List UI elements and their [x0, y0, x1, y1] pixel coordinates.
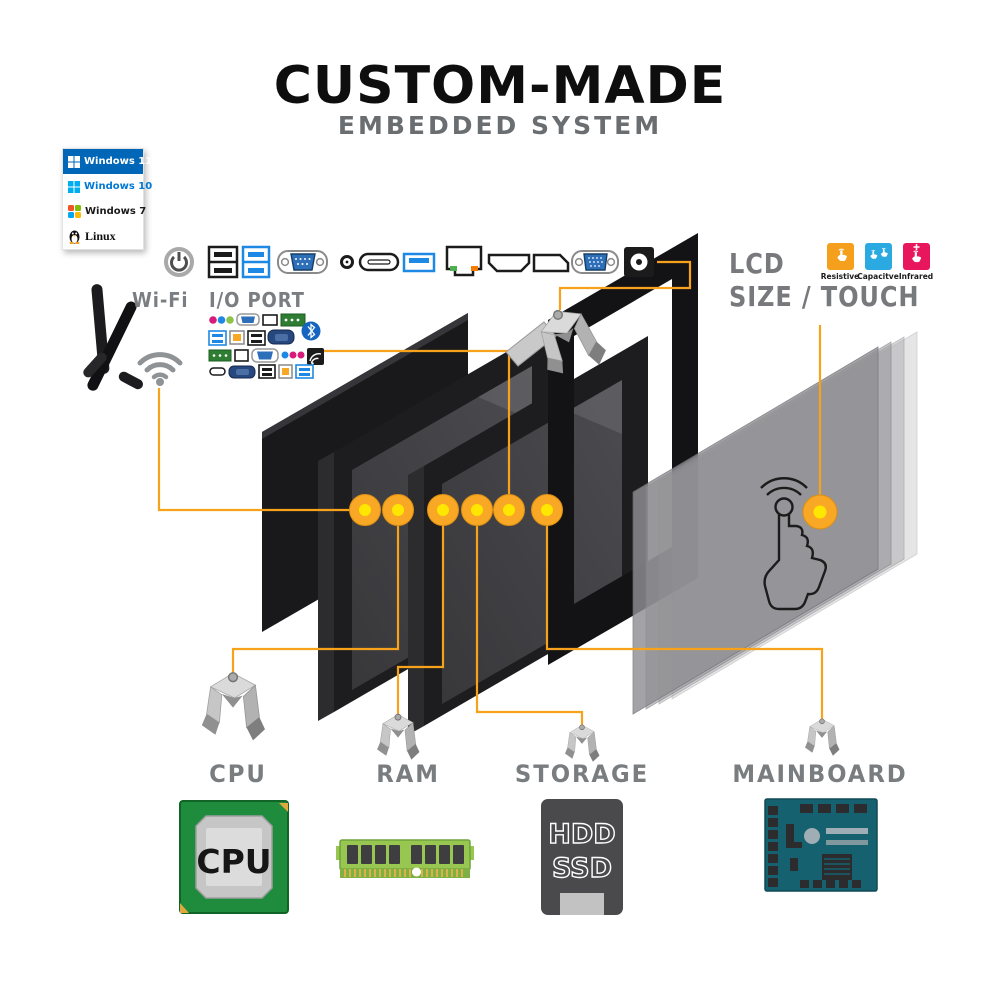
mainboard-label: MAINBOARD — [732, 760, 908, 788]
wifi-label: Wi-Fi — [132, 288, 189, 312]
windows7-logo-icon — [68, 205, 81, 218]
touch-type-badges — [827, 243, 930, 270]
ram-product — [336, 839, 474, 878]
mainboard-product — [764, 798, 878, 892]
displayport-icon — [532, 253, 570, 273]
hdmi-icon — [487, 253, 531, 273]
storage-clip — [564, 724, 600, 763]
touch-glass-stack — [632, 331, 918, 715]
os-row-linux: Linux — [63, 224, 143, 249]
ports-row — [164, 245, 654, 279]
storage-product: HDD SSD — [541, 799, 623, 915]
usb2-dual-icon — [207, 245, 239, 279]
mounting-clips — [201, 298, 840, 763]
dc-jack-icon — [624, 247, 654, 277]
power-icon — [164, 247, 194, 277]
vga-icon — [571, 250, 619, 274]
touch-gesture-icon — [760, 477, 828, 611]
ssd-text: SSD — [552, 853, 612, 884]
linux-tux-icon — [69, 230, 80, 244]
os-support-box: Windows 11 Windows 10 Windows 7 Linux — [62, 148, 152, 250]
os-row-windows11: Windows 11 — [63, 149, 152, 174]
touch-type-capacitive-label: Capacitve — [857, 272, 899, 281]
mainboard-clip — [804, 718, 840, 757]
windows11-logo-icon — [68, 155, 80, 168]
connector-dots — [349, 494, 838, 530]
windows10-logo-icon — [68, 180, 80, 193]
wifi-icon — [137, 352, 183, 386]
lcd-label-line1: LCD — [729, 247, 785, 280]
os-row-windows7: Windows 7 — [63, 199, 146, 224]
usb3-icon — [402, 252, 436, 273]
ram-label: RAM — [376, 760, 440, 788]
storage-label: STORAGE — [514, 760, 650, 788]
usb3-dual-icon — [241, 245, 271, 279]
page-title: CUSTOM-MADE — [273, 56, 727, 116]
cpu-product-text: CPU — [196, 842, 272, 881]
serial-port-icon — [277, 250, 328, 274]
page-subtitle: EMBEDDED SYSTEM — [337, 111, 663, 140]
os-row-windows10: Windows 10 — [63, 174, 152, 199]
cpu-clip — [201, 672, 266, 742]
connector-lines — [157, 260, 824, 725]
usb-c-icon — [358, 252, 400, 272]
io-port-cluster — [208, 313, 324, 379]
audio-jack-icon — [340, 255, 354, 269]
wifi-antenna — [83, 284, 143, 391]
cpu-label: CPU — [209, 760, 267, 788]
touch-type-resistive-label: Resistive — [820, 272, 860, 281]
cpu-product — [179, 800, 289, 914]
hdd-text: HDD — [548, 819, 615, 850]
io-port-label: I/O PORT — [209, 288, 305, 312]
lcd-label-line2: SIZE / TOUCH — [729, 280, 920, 313]
ethernet-icon — [445, 245, 483, 277]
touch-type-infrared-label: Infrared — [898, 272, 934, 281]
